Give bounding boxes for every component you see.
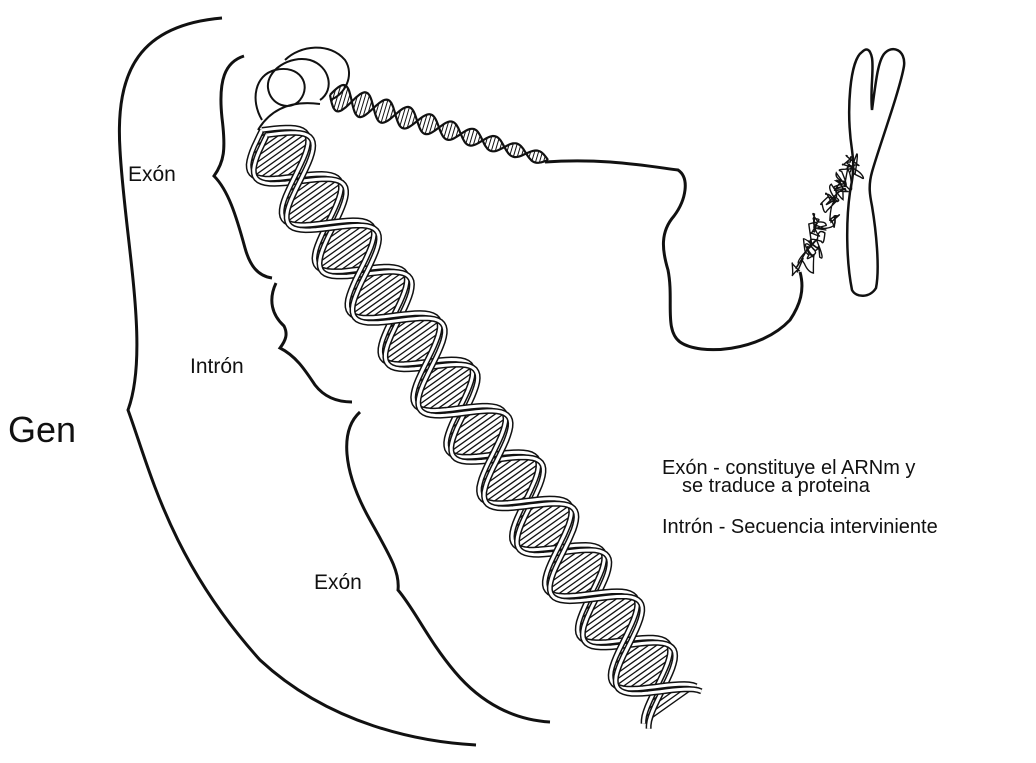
base-pair-rung <box>491 136 495 151</box>
legend-exon-line2: se traduce a proteina <box>682 476 870 496</box>
intron-label: Intrón <box>190 356 244 377</box>
dna-strand-outline <box>262 128 696 689</box>
base-pair-rung <box>469 129 474 145</box>
intron-brace <box>272 283 352 402</box>
exon-bottom-label: Exón <box>314 572 362 593</box>
exon-top-brace <box>214 56 272 278</box>
legend-intron-line: Intrón - Secuencia interviniente <box>662 517 938 537</box>
gen-label: Gen <box>8 412 76 448</box>
base-pair-rung <box>381 100 388 123</box>
dna-upper-helix <box>330 85 548 163</box>
chromatin-strand <box>545 161 802 350</box>
base-pair-rung <box>513 144 517 157</box>
base-pair-rung <box>535 151 538 163</box>
base-pair-rung <box>359 93 366 117</box>
exon-top-label: Exón <box>128 164 176 185</box>
